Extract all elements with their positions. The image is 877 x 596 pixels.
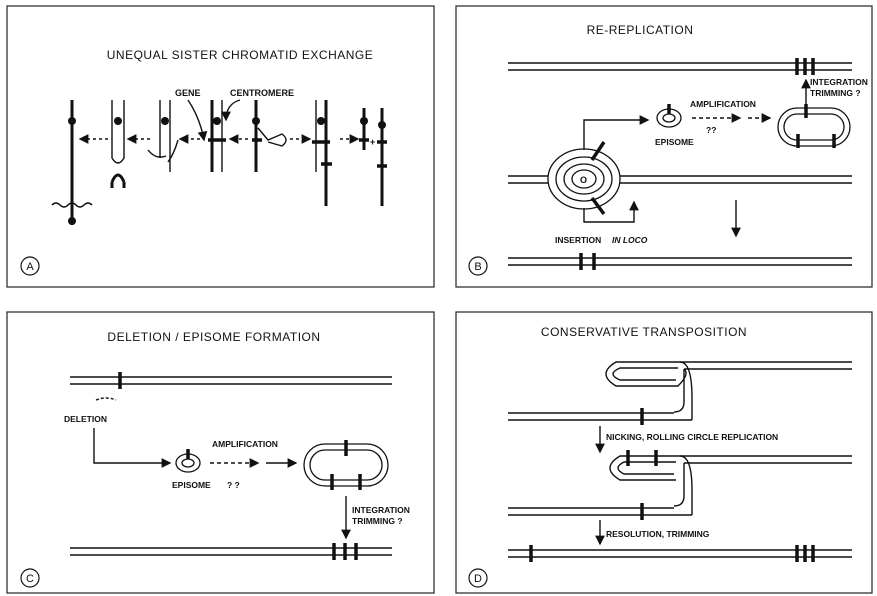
c-episome — [176, 449, 200, 472]
chromatid-pair-7: + — [359, 108, 387, 206]
chromatid-pair-4 — [208, 100, 226, 172]
panel-b: RE-REPLICATION INTEGRATION TRIMMING ? EP… — [456, 6, 872, 287]
panel-a: UNEQUAL SISTER CHROMATID EXCHANGE — [7, 6, 434, 287]
d-label-resolution: RESOLUTION, TRIMMING — [606, 529, 710, 539]
d-middle-hairpin — [508, 450, 852, 520]
b-label-in-loco: IN LOCO — [612, 235, 648, 245]
panel-c-frame — [7, 312, 434, 593]
b-amplified-ring — [778, 104, 850, 148]
chromatid-pair-5 — [252, 100, 286, 172]
b-episome — [657, 104, 681, 127]
b-label-integration: INTEGRATION — [810, 77, 868, 87]
b-label-amplification: AMPLIFICATION — [690, 99, 756, 109]
panel-d-letter: D — [474, 573, 482, 585]
panel-b-title: RE-REPLICATION — [587, 23, 694, 37]
b-replication-bubble — [508, 142, 852, 214]
panel-d-title: CONSERVATIVE TRANSPOSITION — [541, 325, 747, 339]
b-label-origin: O — [580, 175, 587, 185]
b-bottom-chromosome — [508, 253, 852, 270]
panel-a-title: UNEQUAL SISTER CHROMATID EXCHANGE — [107, 48, 374, 62]
panel-d: CONSERVATIVE TRANSPOSITION NICKING, ROLL… — [456, 312, 872, 593]
b-label-insertion: INSERTION — [555, 235, 601, 245]
c-label-amplification: AMPLIFICATION — [212, 439, 278, 449]
chromatid-pair-2 — [112, 100, 124, 188]
chromatid-pair-3 — [148, 100, 178, 172]
panel-a-letter: A — [26, 261, 34, 273]
c-label-episome: EPISOME — [172, 480, 211, 490]
c-label-integration: INTEGRATION — [352, 505, 410, 515]
d-top-hairpin — [508, 362, 852, 425]
panel-c-title: DELETION / EPISOME FORMATION — [107, 330, 320, 344]
label-gene: GENE — [175, 88, 201, 98]
svg-text:+: + — [370, 137, 375, 147]
panel-c: DELETION / EPISOME FORMATION DELETION EP… — [7, 312, 434, 593]
c-top-chromosome — [70, 372, 392, 389]
c-label-deletion: DELETION — [64, 414, 107, 424]
b-label-trimming: TRIMMING ? — [810, 88, 861, 98]
panel-d-frame — [456, 312, 872, 593]
b-label-episome: EPISOME — [655, 137, 694, 147]
d-bottom-chromosome — [508, 545, 852, 562]
b-top-chromosome — [508, 58, 852, 75]
label-centromere: CENTROMERE — [230, 88, 294, 98]
c-bottom-chromosome — [70, 543, 392, 560]
chromatid-pair-6 — [312, 100, 332, 206]
chromosome-1 — [52, 100, 92, 225]
panel-b-letter: B — [474, 261, 481, 273]
c-amplified-ring — [304, 440, 388, 490]
panel-c-letter: C — [26, 573, 34, 585]
c-label-qq: ? ? — [227, 480, 240, 490]
d-label-nicking: NICKING, ROLLING CIRCLE REPLICATION — [606, 432, 778, 442]
b-label-qq: ?? — [706, 125, 716, 135]
c-label-trimming: TRIMMING ? — [352, 516, 403, 526]
